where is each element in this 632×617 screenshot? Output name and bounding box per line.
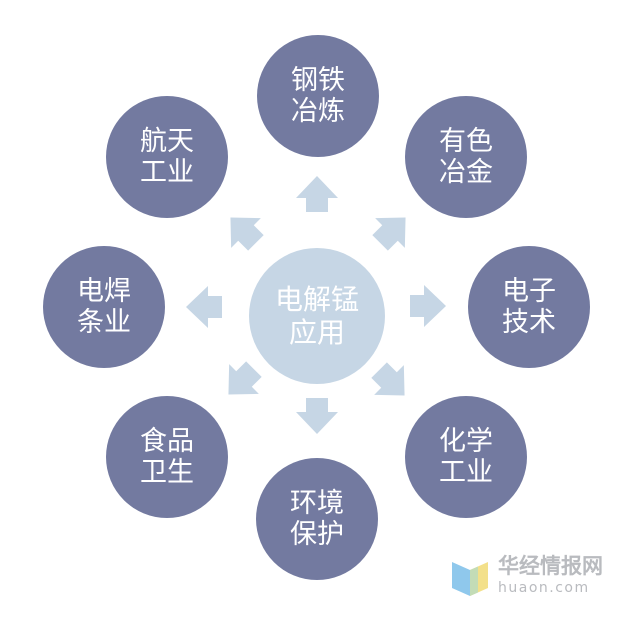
- watermark-url: huaon.com: [498, 580, 590, 596]
- node-label-line2: 工业: [140, 157, 194, 188]
- arrow-left: [186, 286, 222, 328]
- node-aerospace-industry: 航天 工业: [106, 96, 228, 218]
- arrow-down-left: [228, 361, 262, 395]
- arrow-right: [410, 285, 446, 327]
- node-label-line1: 钢铁: [291, 65, 345, 96]
- node-chemical-industry: 化学 工业: [405, 396, 527, 518]
- node-food-hygiene: 食品 卫生: [106, 396, 228, 518]
- node-label-line2: 条业: [77, 307, 131, 338]
- node-label-line2: 技术: [502, 307, 556, 338]
- node-label-line1: 航天: [140, 126, 194, 157]
- node-label-line1: 化学: [439, 426, 493, 457]
- node-steel-smelting: 钢铁 冶炼: [257, 35, 379, 157]
- node-label-line2: 工业: [439, 457, 493, 488]
- node-label-line2: 冶炼: [291, 96, 345, 127]
- node-label-line1: 食品: [140, 426, 194, 457]
- node-welding-rod: 电焊 条业: [43, 246, 165, 368]
- arrow-down: [296, 398, 338, 434]
- node-label-line1: 电子: [502, 276, 556, 307]
- node-label-line2: 卫生: [140, 457, 194, 488]
- watermark: 华经情报网 huaon.com: [450, 552, 620, 600]
- center-node-line1: 电解锰: [274, 283, 359, 316]
- node-electronic-technology: 电子 技术: [468, 246, 590, 368]
- node-label-line1: 电焊: [77, 276, 131, 307]
- arrow-up-left: [230, 217, 264, 251]
- arrow-up-right: [372, 217, 406, 251]
- watermark-name: 华经情报网: [498, 554, 603, 578]
- arrow-down-right: [371, 362, 405, 396]
- node-environmental-protection: 环境 保护: [256, 458, 378, 580]
- watermark-logo-icon: [452, 562, 488, 596]
- node-label-line1: 环境: [290, 488, 344, 519]
- arrow-up: [296, 176, 338, 212]
- center-node-line2: 应用: [288, 316, 345, 349]
- node-nonferrous-metallurgy: 有色 冶金: [405, 96, 527, 218]
- node-label-line2: 保护: [290, 519, 344, 550]
- node-label-line1: 有色: [439, 126, 493, 157]
- node-label-line2: 冶金: [439, 157, 493, 188]
- center-node: 电解锰 应用: [249, 248, 385, 384]
